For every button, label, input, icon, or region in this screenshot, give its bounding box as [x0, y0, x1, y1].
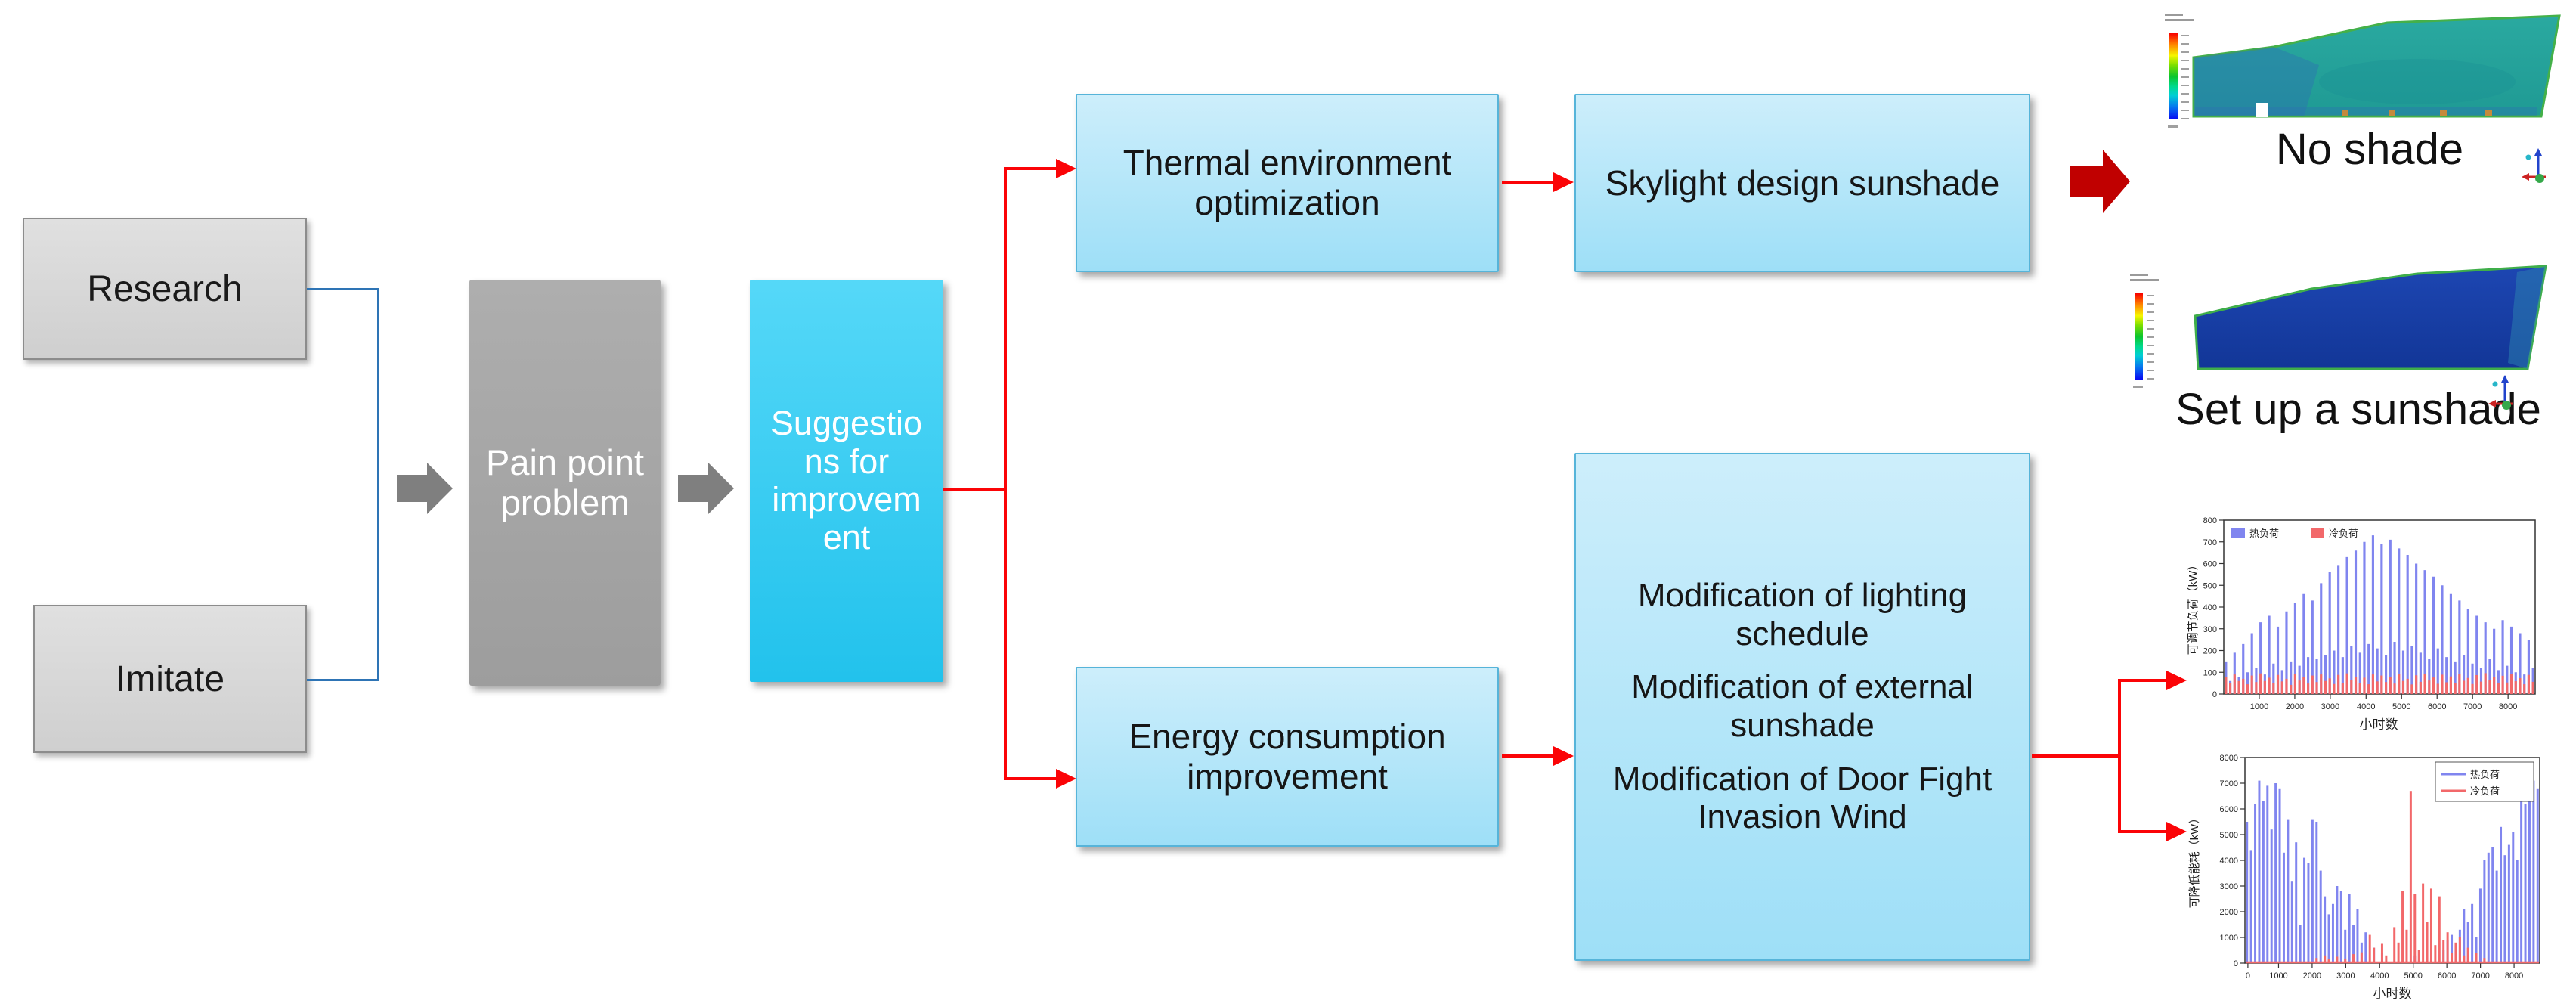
svg-text:100: 100 [2203, 668, 2217, 677]
thermal-skylight-arrowhead-icon [1553, 172, 1574, 192]
axis-triad-icon-2 [2488, 375, 2513, 410]
svg-text:小时数: 小时数 [2360, 717, 2398, 732]
block-arrow-gray-1 [397, 463, 453, 514]
block-arrow-gray-2 [678, 463, 734, 514]
svg-text:8000: 8000 [2505, 971, 2523, 981]
thermal-optimization-box: Thermal environment optimization [1076, 94, 1499, 272]
svg-text:7000: 7000 [2471, 971, 2489, 981]
colorbar-title-2 [2130, 274, 2159, 284]
split-vertical-line [2118, 680, 2121, 833]
svg-text:3000: 3000 [2321, 702, 2339, 711]
svg-text:8000: 8000 [2220, 754, 2238, 763]
svg-text:3000: 3000 [2336, 971, 2355, 981]
svg-text:5000: 5000 [2392, 702, 2410, 711]
svg-text:2000: 2000 [2286, 702, 2304, 711]
svg-text:热负荷: 热负荷 [2249, 528, 2279, 539]
svg-text:200: 200 [2203, 647, 2217, 656]
svg-text:400: 400 [2203, 603, 2217, 612]
axis-triad-icon-1 [2522, 148, 2546, 183]
research-connector-line [307, 288, 379, 290]
svg-text:冷负荷: 冷负荷 [2329, 528, 2358, 539]
split-top-arrowhead-icon [2166, 671, 2187, 690]
svg-text:7000: 7000 [2220, 779, 2238, 789]
modifications-box: Modification of lighting schedule Modifi… [1574, 453, 2030, 961]
energy-modifications-arrowhead-icon [1553, 746, 1574, 766]
branch-top-line [1004, 167, 1058, 170]
split-bottom-line [2118, 830, 2168, 833]
adjustable-load-chart: 0 100 200 300 400 500 600 700 800 1000 2000 3000 400… [2187, 516, 2536, 732]
svg-text:8000: 8000 [2499, 702, 2517, 711]
imitate-connector-line [307, 679, 379, 681]
svg-text:4000: 4000 [2220, 857, 2238, 866]
branch-bottom-line [1004, 777, 1058, 780]
svg-text:7000: 7000 [2463, 702, 2482, 711]
svg-text:可降低能耗（kW）: 可降低能耗（kW） [2188, 813, 2201, 909]
svg-text:5000: 5000 [2404, 971, 2422, 981]
svg-text:600: 600 [2203, 560, 2217, 569]
modification-sunshade-label: Modification of external sunshade [1631, 668, 1974, 744]
imitate-box: Imitate [33, 605, 307, 753]
svg-text:6000: 6000 [2428, 702, 2446, 711]
branch-vertical-line [1004, 167, 1007, 780]
svg-text:小时数: 小时数 [2373, 987, 2412, 1001]
research-label: Research [87, 268, 243, 309]
svg-text:3000: 3000 [2220, 882, 2238, 891]
skylight-design-label: Skylight design sunshade [1605, 163, 2000, 203]
temperature-colorbar-2 [2135, 293, 2143, 380]
svg-text:500: 500 [2203, 581, 2217, 590]
svg-text:0: 0 [2246, 971, 2250, 981]
colorbar-title-1 [2165, 14, 2194, 24]
svg-text:冷负荷: 冷负荷 [2470, 785, 2500, 797]
suggestions-box: Suggestions for improvement [750, 280, 943, 682]
reducible-energy-chart: 0 1000 2000 3000 4000 5000 6000 7000 8000 0 1000 20… [2188, 754, 2540, 1001]
energy-improvement-label: Energy consumption improvement [1129, 717, 1446, 796]
svg-text:0: 0 [2212, 690, 2217, 699]
suggestions-label: Suggestions for improvement [770, 404, 923, 557]
svg-text:800: 800 [2203, 516, 2217, 525]
energy-improvement-box: Energy consumption improvement [1076, 667, 1499, 847]
suggestions-out-line [943, 488, 1007, 491]
svg-text:0: 0 [2234, 959, 2238, 968]
modifications-out-line [2032, 754, 2121, 758]
svg-text:6000: 6000 [2220, 805, 2238, 814]
thermal-optimization-label: Thermal environment optimization [1122, 143, 1452, 222]
skylight-design-box: Skylight design sunshade [1574, 94, 2030, 272]
colorbar-ticks-2 [2147, 295, 2154, 386]
svg-text:5000: 5000 [2220, 831, 2238, 840]
branch-top-arrowhead-icon [1056, 159, 1076, 178]
split-bottom-arrowhead-icon [2166, 822, 2187, 841]
pain-point-box: Pain point problem [469, 280, 661, 686]
svg-text:2000: 2000 [2220, 908, 2238, 917]
svg-text:1000: 1000 [2250, 702, 2268, 711]
svg-text:6000: 6000 [2438, 971, 2456, 981]
set-up-sunshade-label: Set up a sunshade [2175, 385, 2541, 434]
svg-text:1000: 1000 [2269, 971, 2287, 981]
thermal-skylight-line [1502, 181, 1555, 184]
svg-text:1000: 1000 [2220, 934, 2238, 943]
no-shade-label: No shade [2275, 125, 2464, 174]
split-top-line [2118, 679, 2168, 682]
svg-text:2000: 2000 [2303, 971, 2321, 981]
svg-text:4000: 4000 [2370, 971, 2389, 981]
colorbar-unit-1 [2168, 125, 2178, 128]
merge-connector-line [377, 288, 379, 681]
temperature-colorbar-1 [2169, 33, 2178, 119]
modification-lighting-label: Modification of lighting schedule [1637, 577, 1968, 652]
colorbar-unit-2 [2133, 386, 2143, 388]
cfd-contour-no-shade [2192, 14, 2561, 118]
svg-text:4000: 4000 [2357, 702, 2375, 711]
cfd-contour-sunshade [2194, 265, 2547, 370]
research-box: Research [23, 218, 307, 360]
pain-point-label: Pain point problem [485, 442, 645, 522]
svg-text:700: 700 [2203, 538, 2217, 547]
modification-door-label: Modification of Door Fight Invasion Wind [1612, 760, 1992, 836]
branch-bottom-arrowhead-icon [1056, 769, 1076, 789]
svg-text:热负荷: 热负荷 [2470, 769, 2500, 780]
svg-text:300: 300 [2203, 625, 2217, 634]
colorbar-ticks-1 [2181, 35, 2189, 126]
block-arrow-darkred-icon [2070, 150, 2130, 213]
svg-text:可调节负荷（kW）: 可调节负荷（kW） [2187, 559, 2200, 655]
energy-modifications-line [1502, 754, 1555, 758]
imitate-label: Imitate [115, 658, 225, 699]
